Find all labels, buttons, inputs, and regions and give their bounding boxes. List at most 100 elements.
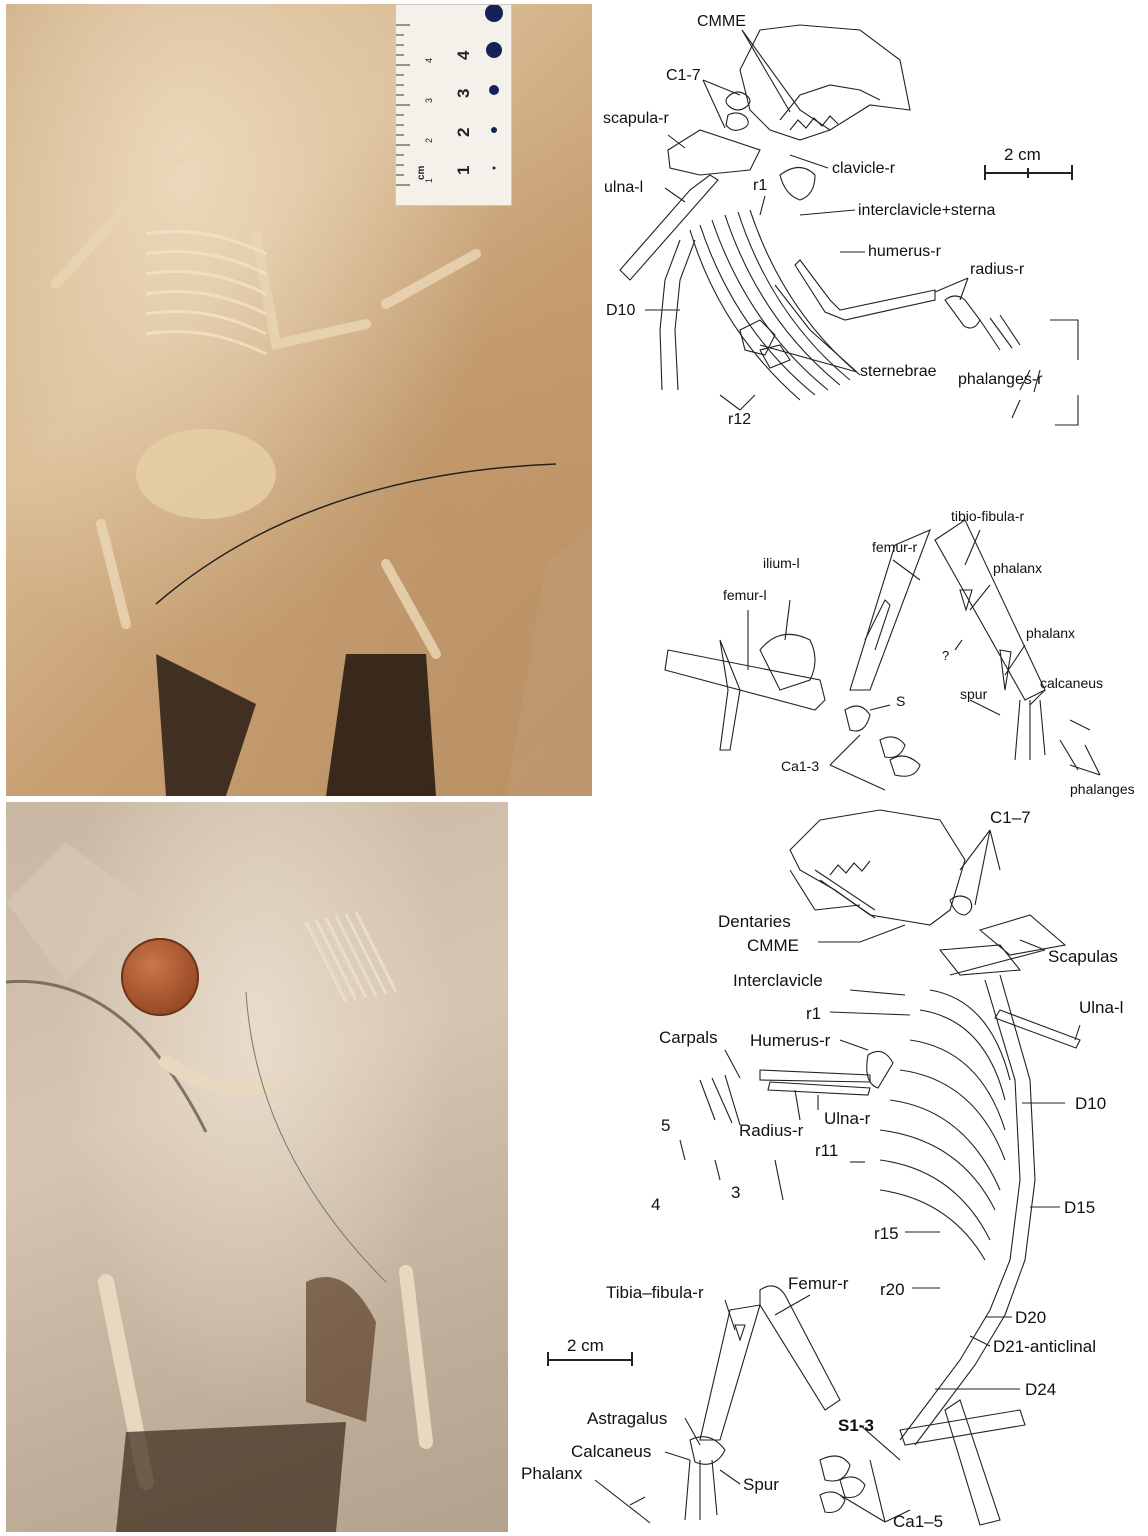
label-top-scale: 2 cm [1004,145,1041,164]
bot-leader-spur [719,1469,741,1485]
label-mid-ca1-3: Ca1-3 [781,758,820,774]
mid-leader-femur-r [892,559,921,581]
top-leader-r12 [719,394,756,411]
bot-leader-r1 [829,1011,911,1016]
top-leader-cmme-a [741,29,831,131]
bot-leader-carpals [724,1049,741,1079]
label-bot-femur-r: Femur-r [788,1274,849,1293]
label-bot-interclavicle: Interclavicle [733,971,823,990]
top-leader-c1-7 [702,79,741,129]
mid-femur-r [849,528,931,691]
label-mid-ilium-l: ilium-l [763,555,800,571]
fossil-photo-bottom-texture [6,842,433,1532]
top-leader-ulna [664,187,686,203]
mid-leader-ilium [784,599,791,641]
top-leader-r1 [759,195,766,216]
bottom-tibia-fibula [699,1304,761,1441]
label-top-interclavicle: interclavicle+sterna [858,202,996,219]
label-bot-phalanx: Phalanx [521,1464,583,1483]
label-mid-femur-l: femur-l [723,587,767,603]
label-top-clavicle-r: clavicle-r [832,160,896,177]
label-bot-ulna-l: Ulna-l [1079,998,1124,1017]
label-bot-ulna-r: Ulna-r [824,1109,871,1128]
label-bot-d21-anticlinal: D21-anticlinal [993,1337,1096,1356]
label-bot-c1-7: C1–7 [990,808,1031,827]
label-top-c1-7: C1-7 [666,67,701,84]
bot-leader-d21 [969,1335,991,1347]
label-mid-phalanx-1: phalanx [993,560,1043,576]
label-mid-spur: spur [960,686,988,702]
top-leader-scapula [667,134,686,149]
label-bot-astragalus: Astragalus [587,1409,668,1428]
top-leader-radius [934,277,969,301]
label-bot-ca1-5: Ca1–5 [893,1512,944,1531]
mid-leader-spur [969,699,1001,716]
ruler-ticks [396,4,503,186]
bot-leader-scapulas [949,939,1046,976]
mid-leader-s [869,704,891,711]
label-bot-spur: Spur [743,1475,779,1494]
label-top-humerus-r: humerus-r [868,243,941,260]
label-bot-dentaries: Dentaries [718,912,791,931]
bot-leader-radius [794,1089,801,1121]
mid-leader-phalanx-2 [1004,644,1026,676]
label-mid-s: S [896,693,906,709]
mid-leader-question [954,639,963,651]
label-mid-femur-r: femur-r [872,539,918,555]
fossil-photo-bottom [6,802,508,1532]
label-top-ulna-l: ulna-l [604,179,644,196]
bot-leader-astragalus [684,1417,701,1446]
label-bot-tibia-fibula-r: Tibia–fibula-r [606,1283,704,1302]
label-bot-radius-r: Radius-r [739,1121,804,1140]
top-leader-interclavicle [799,209,856,216]
top-leader-sternebrae [759,284,858,373]
label-mid-question: ? [942,648,950,663]
label-bot-carpals: Carpals [659,1028,718,1047]
mid-leader-tibio [964,529,981,566]
penny-coin [121,938,199,1016]
bot-leader-cmme [818,924,906,943]
mid-leader-calcaneus [1029,689,1046,706]
label-bot-digit-5: 5 [661,1116,671,1135]
label-bot-d24: D24 [1025,1380,1057,1399]
mid-leader-ca1-3 [829,734,886,791]
label-top-r12: r12 [728,411,752,428]
label-top-d10: D10 [606,302,636,319]
bot-leader-s1-3 [859,1424,901,1461]
label-bot-digit-4: 4 [651,1195,661,1214]
bot-leader-interclavicle [849,989,906,996]
top-skull-outline [739,24,911,141]
bottom-scale-bar [547,1352,633,1366]
bot-leader-phalanx [594,1479,641,1516]
bot-leader-c1-7 [959,829,1001,906]
fossil-photo-top-texture [51,139,592,796]
label-top-cmme: CMME [697,13,746,30]
bot-leader-dentaries [789,869,861,911]
label-mid-phalanx-2: phalanx [1026,625,1076,641]
label-bot-r15: r15 [874,1224,899,1243]
top-leader-clavicle [789,154,829,169]
bottom-skull [789,809,966,926]
bot-leader-femur [774,1294,811,1316]
label-top-r1: r1 [753,177,768,194]
label-bot-d15: D15 [1064,1198,1096,1217]
label-bot-r1: r1 [806,1004,822,1023]
bot-leader-tibia [724,1299,736,1331]
fossil-photo-top: cm 1 2 3 4 1 2 3 4 [6,4,592,796]
label-bot-scapulas: Scapulas [1048,947,1118,966]
top-scale-bar [984,165,1073,180]
bottom-femur-r [759,1285,841,1411]
label-bot-calcaneus: Calcaneus [571,1442,652,1461]
label-bot-d10: D10 [1075,1094,1107,1113]
label-mid-tibio-fibula-r: tibio-fibula-r [951,508,1025,524]
label-bot-d20: D20 [1015,1308,1047,1327]
top-scapula [667,129,761,176]
top-bracket-phalanges-lower [1055,395,1079,426]
bot-leader-ulna-l [1074,1024,1081,1041]
label-bot-cmme: CMME [747,936,799,955]
label-mid-phalanges: phalanges [1070,781,1135,797]
mid-leader-phalanx-1 [969,584,991,611]
label-bot-scale: 2 cm [567,1336,604,1355]
mid-leader-phalanges [1069,744,1101,776]
